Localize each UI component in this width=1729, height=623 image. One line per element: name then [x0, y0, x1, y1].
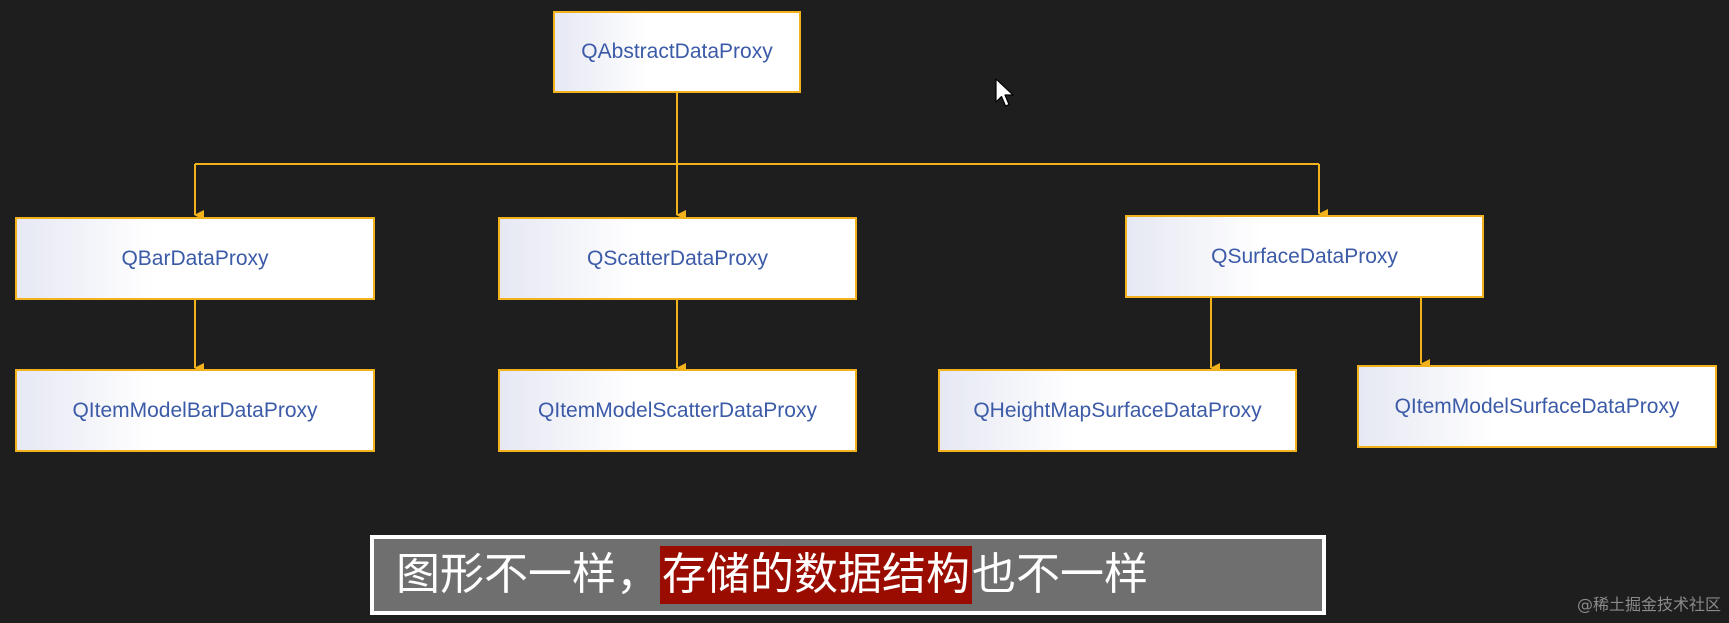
- node-label: QScatterDataProxy: [587, 246, 768, 270]
- node-qitemmodelscatterdataproxy: QItemModelScatterDataProxy: [498, 369, 857, 452]
- node-label: QItemModelScatterDataProxy: [538, 398, 817, 422]
- node-qsurfacedataproxy: QSurfaceDataProxy: [1125, 215, 1484, 298]
- node-qabstractdataproxy: QAbstractDataProxy: [553, 11, 801, 93]
- subtitle-text-part2: 也不一样: [972, 549, 1148, 600]
- node-label: QItemModelBarDataProxy: [72, 398, 318, 422]
- node-qbardataproxy: QBarDataProxy: [15, 217, 375, 300]
- node-qitemmodelsurfacedataproxy: QItemModelSurfaceDataProxy: [1357, 365, 1717, 448]
- node-label: QItemModelSurfaceDataProxy: [1394, 394, 1680, 418]
- subtitle-text-part1: 图形不一样，: [396, 549, 660, 600]
- node-label: QHeightMapSurfaceDataProxy: [973, 398, 1262, 422]
- node-qitemmodelbardataproxy: QItemModelBarDataProxy: [15, 369, 375, 452]
- node-qheightmapsurfacedataproxy: QHeightMapSurfaceDataProxy: [938, 369, 1297, 452]
- node-label: QAbstractDataProxy: [581, 40, 773, 63]
- watermark: @稀土掘金技术社区: [1576, 595, 1721, 614]
- mouse-pointer-icon: [995, 78, 1014, 107]
- node-label: QBarDataProxy: [121, 246, 269, 270]
- subtitle-caption: 图形不一样，存储的数据结构也不一样: [370, 535, 1326, 615]
- node-label: QSurfaceDataProxy: [1211, 244, 1398, 268]
- node-qscatterdataproxy: QScatterDataProxy: [498, 217, 857, 300]
- subtitle-text-highlight: 存储的数据结构: [660, 546, 972, 604]
